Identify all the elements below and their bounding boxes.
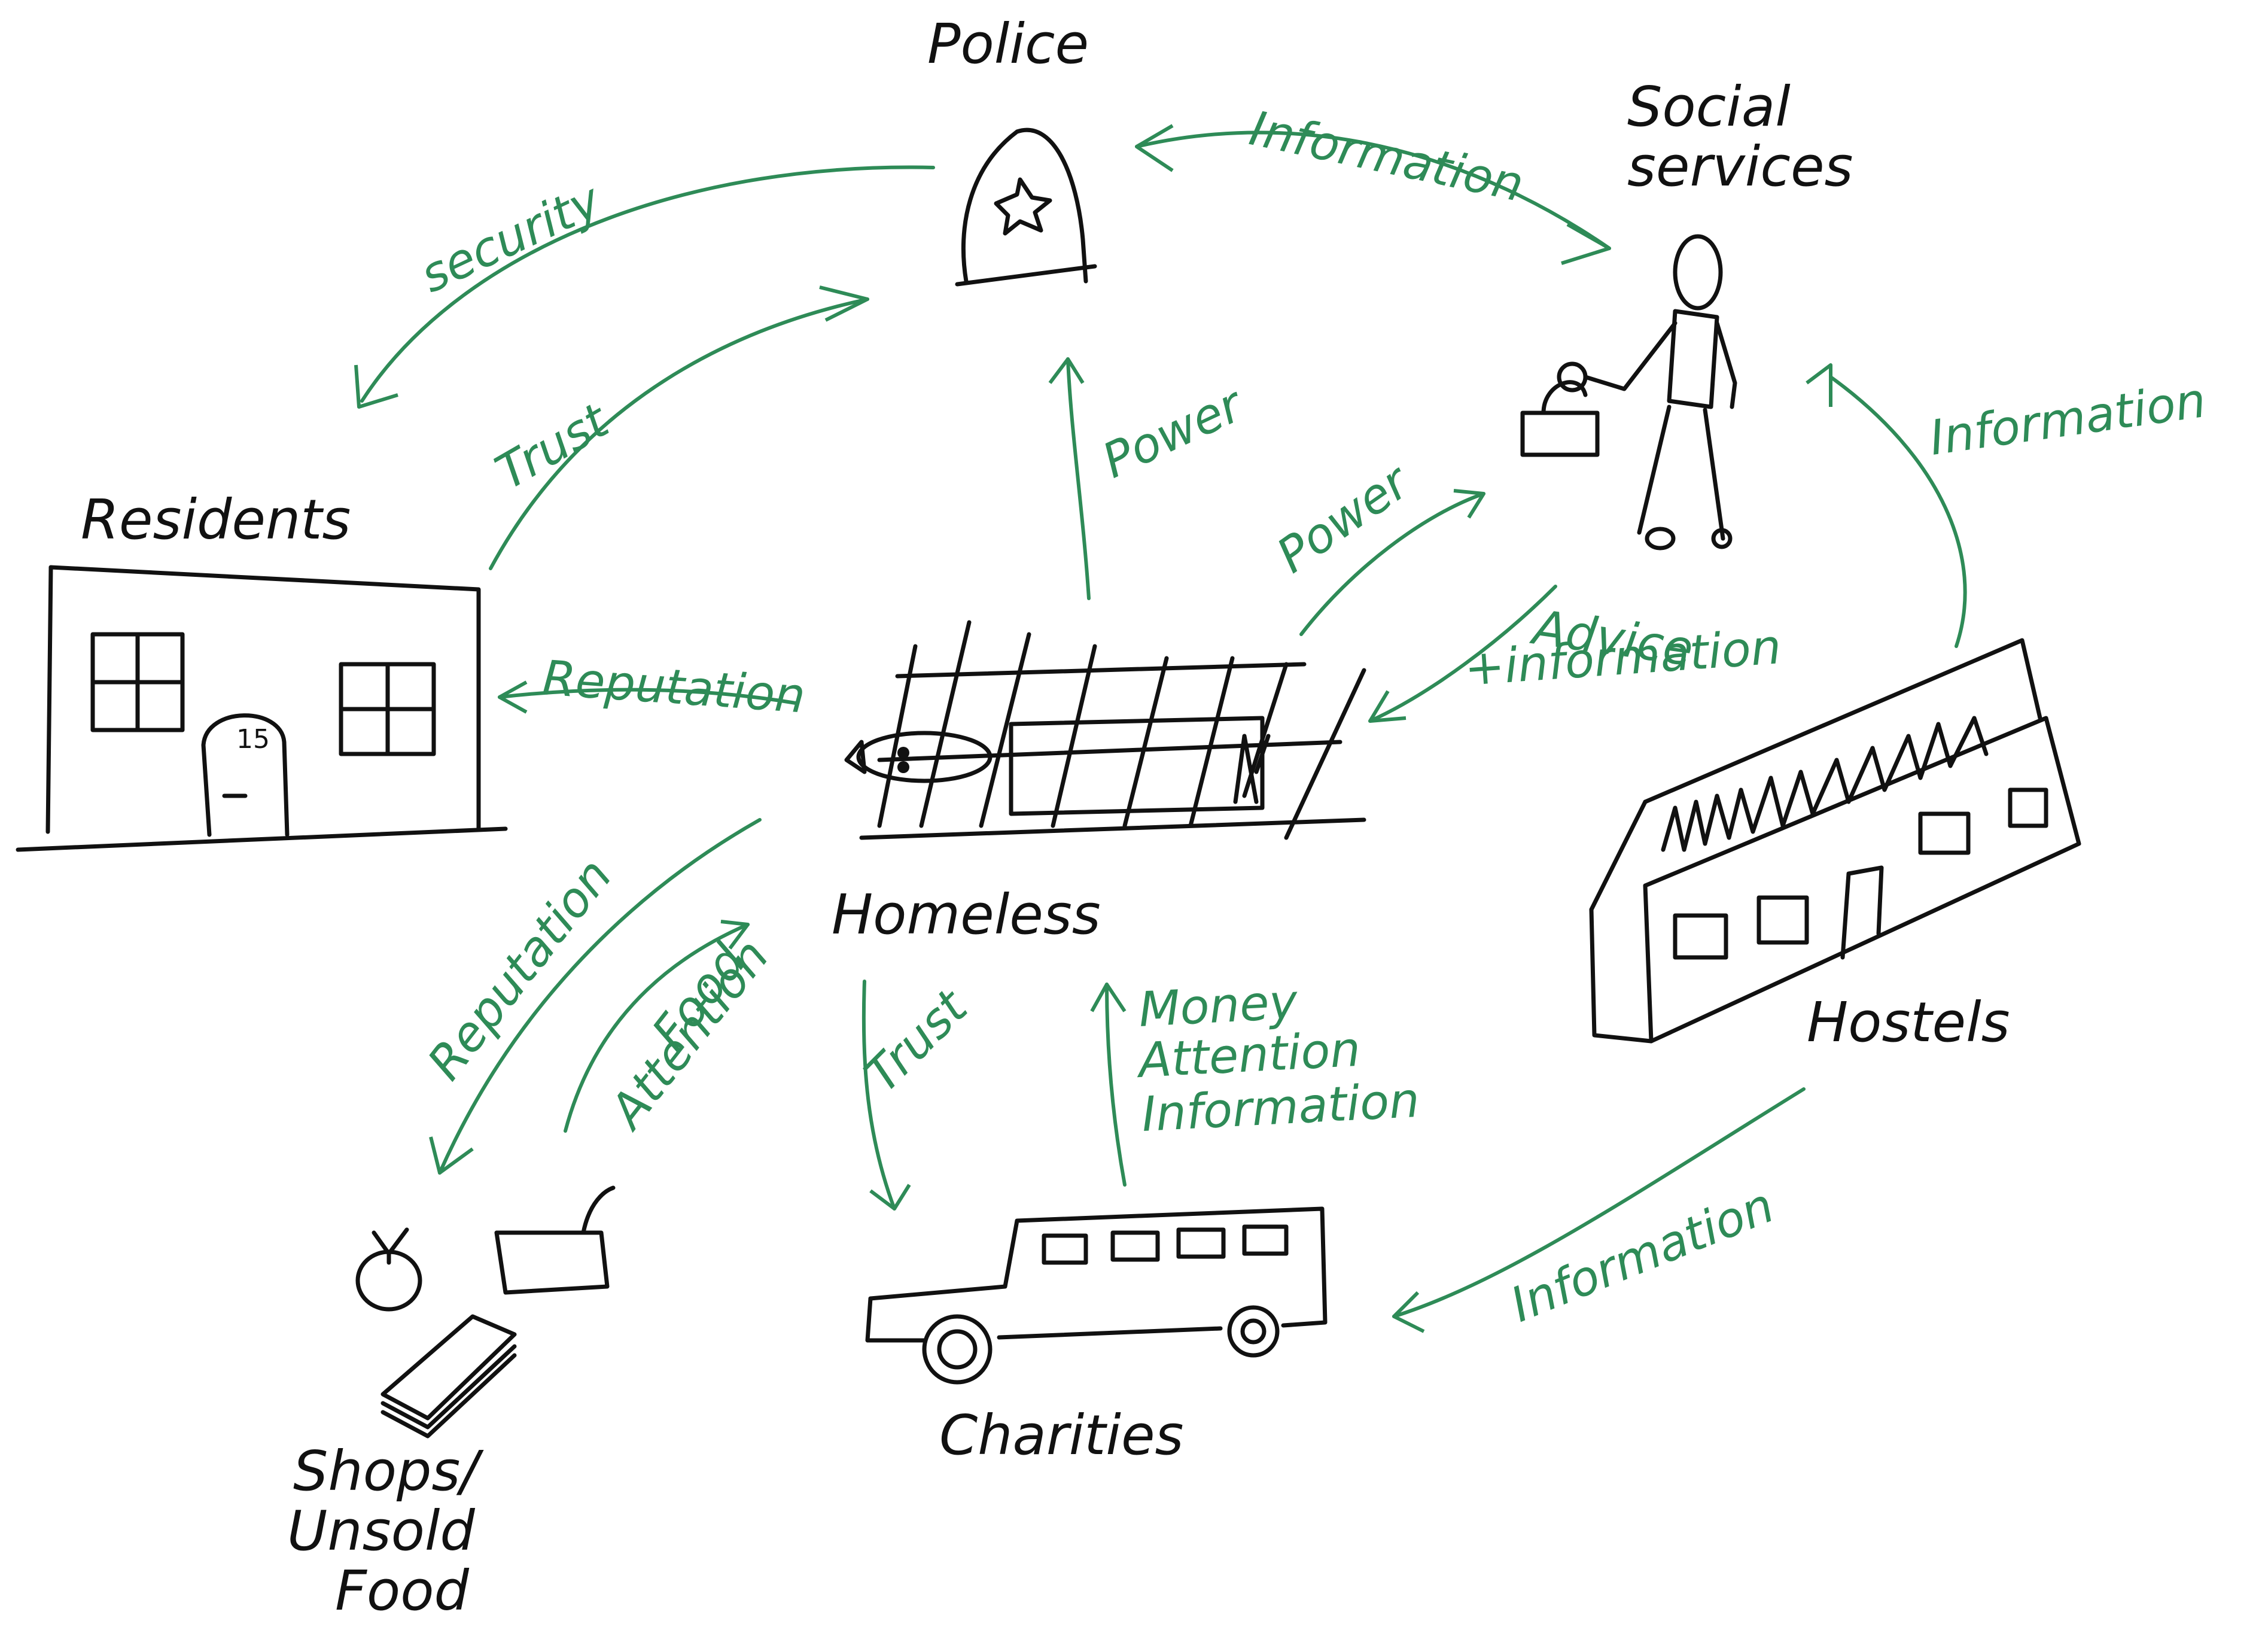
residents-house-icon — [16, 565, 508, 852]
relationship-arrows — [354, 124, 1967, 1333]
edge-label-reputation-shops: Reputation — [417, 849, 623, 1090]
edge-label-advice-line2: +information — [1463, 619, 1783, 697]
social-services-label-line2: services — [1627, 135, 1853, 199]
edge-label-information-hostels-social: Information — [1926, 372, 2209, 466]
social-services-label-line1: Social — [1627, 75, 1791, 139]
edge-label-security: security — [412, 172, 610, 303]
arrowhead-trust-charities — [869, 1184, 911, 1211]
edge-label-trust-residents: Trust — [486, 392, 619, 501]
hostels-label: Hostels — [1807, 990, 2010, 1054]
arrowhead-food-attention — [720, 920, 750, 950]
hostels-building-icon — [1589, 638, 2081, 1044]
edge-label-money-line1: Money — [1137, 974, 1299, 1038]
edge-label-information-police-social: Information — [1245, 101, 1529, 213]
arrowhead-info-charities — [1392, 1291, 1425, 1333]
shops-food-icon — [355, 1185, 616, 1439]
edge-label-information-hostels-charities: Information — [1503, 1177, 1782, 1333]
arrowhead-trust-police — [819, 285, 869, 322]
homeless-scene-icon — [844, 620, 1366, 840]
arrowhead-advice — [1368, 690, 1407, 723]
arrowhead-reputation-shops — [429, 1136, 474, 1175]
arrow-trust-residents-police — [489, 297, 869, 570]
homeless-label: Homeless — [832, 883, 1101, 947]
edge-label-power-social: Power — [1267, 452, 1421, 583]
house-number: 15 — [236, 724, 270, 755]
edge-label-reputation-residents: Reputation — [541, 650, 807, 723]
arrowhead-info-police — [1135, 124, 1174, 172]
arrowhead-info-social — [1561, 223, 1611, 265]
edge-label-trust-charities: Trust — [854, 978, 979, 1103]
arrowhead-power-social — [1453, 489, 1485, 519]
arrow-food-attention — [564, 923, 750, 1133]
arrowhead-info-hostels-social — [1806, 363, 1832, 407]
social-worker-icon — [1520, 234, 1737, 551]
arrow-information-hostels-social — [1829, 375, 1967, 648]
edge-label-food-line2: Attention — [598, 929, 780, 1140]
arrowhead-security — [354, 364, 398, 409]
charities-label: Charities — [939, 1403, 1183, 1467]
arrow-information-police-social — [1135, 130, 1611, 250]
shops-label-line2: Unsold — [287, 1499, 475, 1563]
shops-label-line3: Food — [335, 1559, 469, 1623]
edge-label-money-line2: Attention — [1134, 1021, 1362, 1089]
residents-label: Residents — [81, 488, 351, 552]
arrow-money — [1105, 983, 1127, 1187]
arrow-trust-charities — [861, 980, 896, 1211]
arrow-information-hostels-charities — [1392, 1087, 1806, 1318]
arrow-security — [360, 165, 935, 403]
arrowhead-money — [1090, 983, 1127, 1012]
arrow-power-social — [1299, 492, 1485, 636]
arrowhead-reputation-residents — [498, 680, 528, 714]
shops-label-line1: Shops/ — [293, 1439, 484, 1503]
arrow-advice — [1368, 585, 1557, 723]
police-label: Police — [927, 12, 1089, 76]
arrow-reputation-residents — [498, 688, 797, 705]
edge-label-power-police: Power — [1094, 375, 1253, 489]
arrowhead-power-police — [1048, 357, 1085, 384]
police-helmet-icon — [955, 127, 1097, 287]
arrow-reputation-shops — [438, 818, 762, 1175]
arrow-power-police — [1066, 357, 1091, 600]
charities-bus-icon — [865, 1206, 1328, 1385]
